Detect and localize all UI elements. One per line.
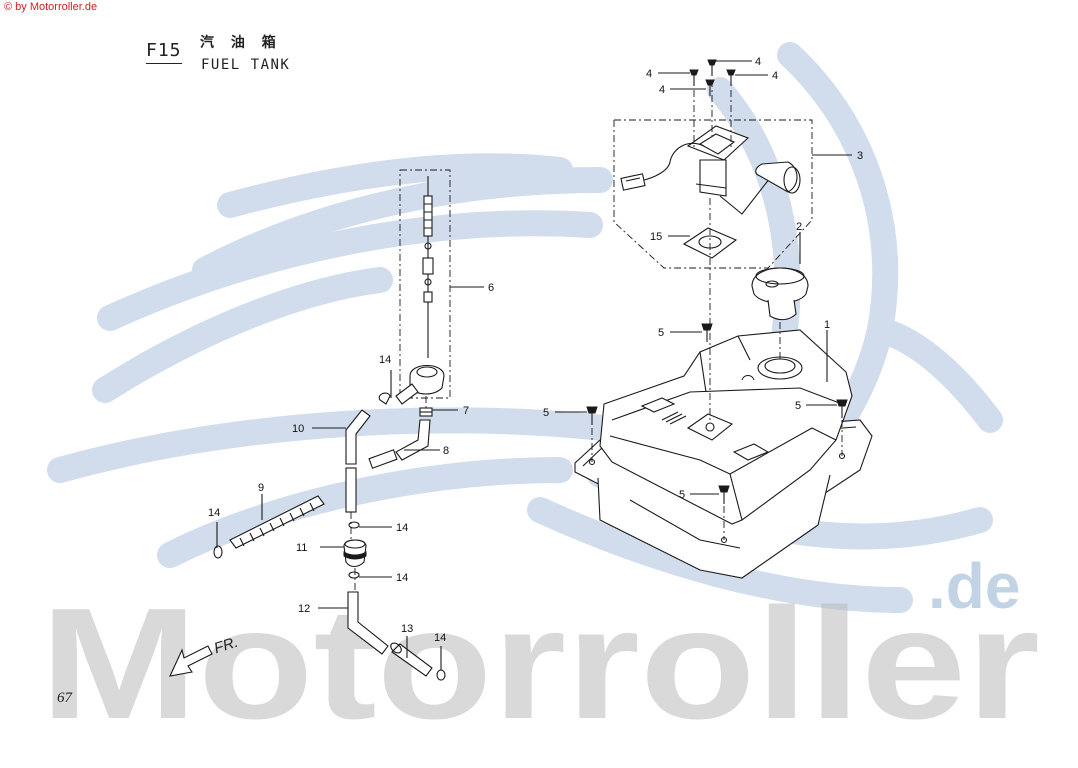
- hose-clips: [213, 392, 446, 681]
- callout-14e: 14: [434, 632, 446, 644]
- callout-14b: 14: [208, 507, 220, 519]
- page-title-chinese: 汽 油 箱: [200, 35, 282, 51]
- page-title: FUEL TANK: [201, 57, 291, 73]
- fitting-joint: [419, 407, 433, 417]
- callout-15: 15: [650, 231, 662, 243]
- fuel-gauge-sender-unit: [613, 119, 813, 269]
- callout-7: 7: [463, 405, 469, 417]
- callout-3: 3: [857, 150, 863, 162]
- callout-14a: 14: [379, 354, 391, 366]
- callout-leaders: [216, 60, 852, 670]
- brand-watermark-text: Motorroller: [40, 576, 1040, 752]
- page-number: 67: [57, 690, 72, 706]
- callout-6: 6: [488, 282, 494, 294]
- assembly-guides-left: [350, 396, 427, 592]
- callout-8: 8: [443, 445, 449, 457]
- callout-5d: 5: [679, 489, 685, 501]
- callout-5a: 5: [658, 327, 664, 339]
- callout-1: 1: [824, 319, 830, 331]
- front-direction-arrow: [169, 645, 213, 677]
- section-code: F15: [146, 40, 182, 64]
- fuel-cock-assembly: [395, 169, 451, 405]
- screws: [586, 59, 848, 504]
- callout-2: 2: [796, 221, 802, 233]
- fuel-tank-body: [574, 329, 873, 579]
- callout-14d: 14: [396, 572, 408, 584]
- copyright-notice: © by Motorroller.de: [4, 1, 98, 13]
- callout-4a: 4: [646, 68, 652, 80]
- callout-numbers: 1 2 3 4 4 4 4 5 5 5 5 6 7 8 9 10 11 12 1…: [208, 56, 863, 644]
- callout-13: 13: [401, 623, 413, 635]
- callout-9: 9: [258, 482, 264, 494]
- callout-5c: 5: [795, 400, 801, 412]
- callout-10: 10: [292, 423, 304, 435]
- callout-4c: 4: [772, 70, 778, 82]
- callout-4b: 4: [755, 56, 761, 68]
- fuel-hoses: [229, 409, 433, 677]
- assembly-guides-right: [591, 80, 843, 540]
- callout-5b: 5: [543, 407, 549, 419]
- callout-12: 12: [298, 603, 310, 615]
- callout-14c: 14: [396, 522, 408, 534]
- tld-watermark-text: .de: [928, 550, 1020, 622]
- fuel-cap: [751, 267, 809, 321]
- callout-4d: 4: [659, 84, 665, 96]
- callout-11: 11: [296, 542, 307, 554]
